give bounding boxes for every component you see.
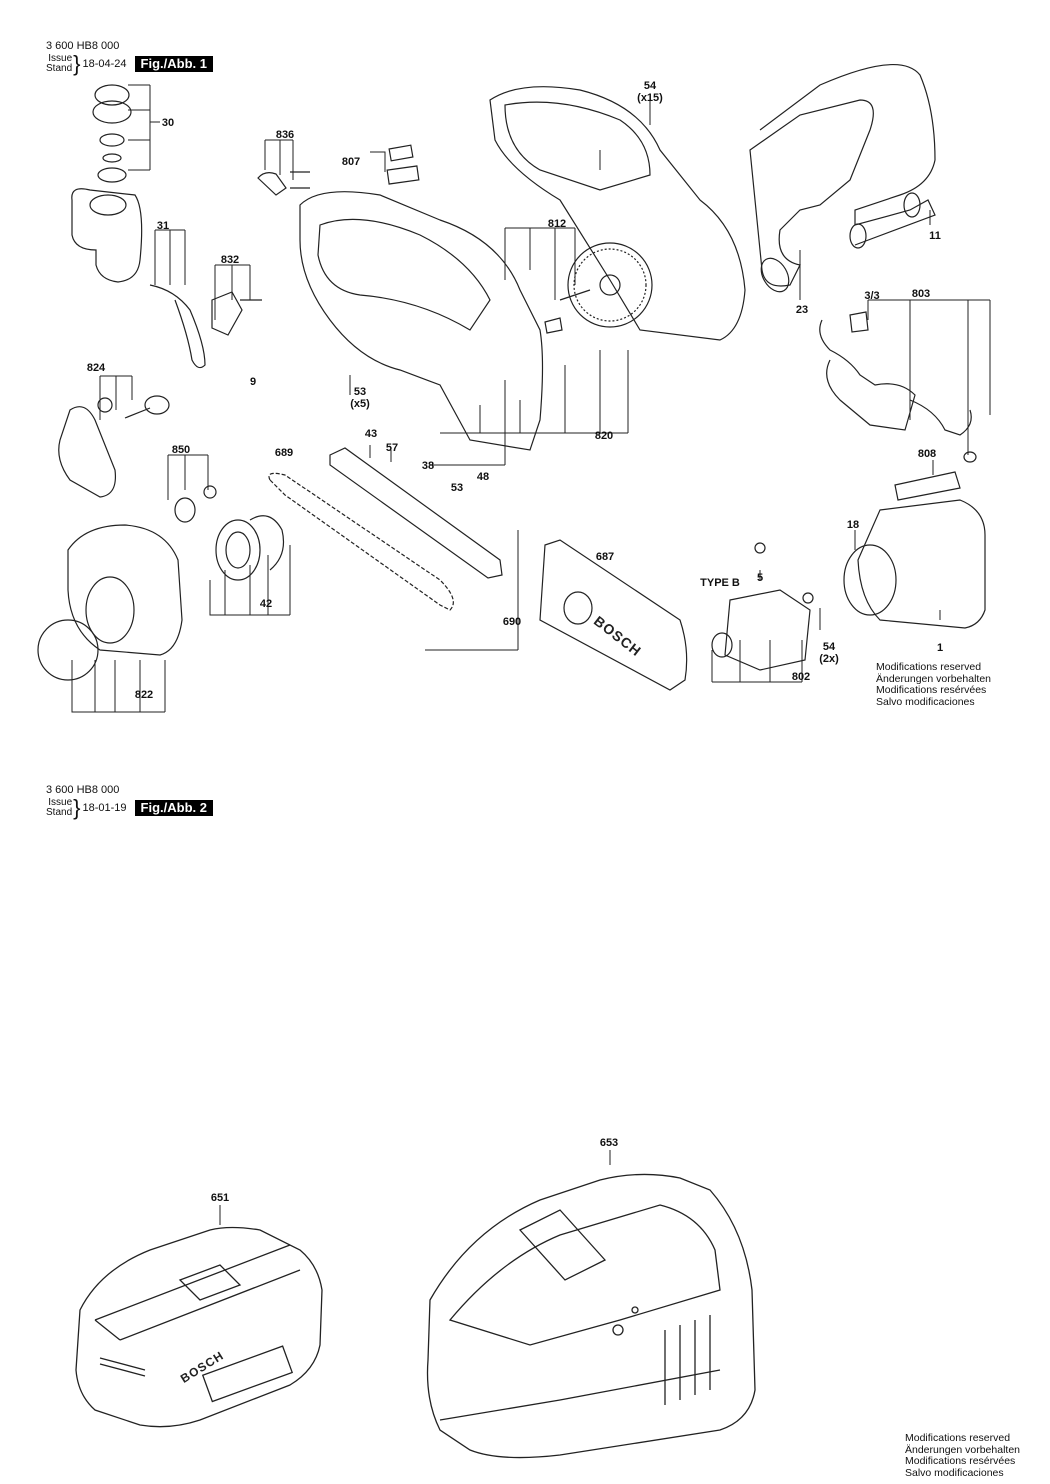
part-label-23: 23 — [795, 304, 809, 316]
part-label-812: 812 — [547, 218, 567, 230]
part-label-3-3: 3/3 — [864, 290, 880, 302]
part-label-48: 48 — [476, 471, 490, 483]
part-label-824: 824 — [86, 362, 106, 374]
part-label-9: 9 — [249, 376, 257, 388]
part-label-836: 836 — [275, 129, 295, 141]
part-label-822: 822 — [134, 689, 154, 701]
part-label-687: 687 — [595, 551, 615, 563]
part-label-31: 31 — [156, 220, 170, 232]
part-label-802: 802 — [791, 671, 811, 683]
modifications-note: Modifications reserved Änderungen vorbeh… — [905, 1432, 1021, 1479]
part-label-18: 18 — [846, 519, 860, 531]
part-number: 3 600 HB8 000 — [46, 784, 120, 796]
part-label-54b: 54 (2x) — [819, 641, 839, 665]
part-label-832: 832 — [220, 254, 240, 266]
part-label-690: 690 — [502, 616, 522, 628]
part-label-54: 54 (x15) — [637, 80, 663, 104]
part-label-807: 807 — [341, 156, 361, 168]
part-label-850: 850 — [171, 444, 191, 456]
part-label-42: 42 — [259, 598, 273, 610]
part-label-53b: 53 — [450, 482, 464, 494]
part-number: 3 600 HB8 000 — [46, 40, 120, 52]
part-label-651: 651 — [210, 1192, 230, 1204]
part-label-653: 653 — [599, 1137, 619, 1149]
part-label-11: 11 — [929, 230, 941, 242]
stand-label: Stand — [46, 63, 73, 74]
issue-date: 18-04-24 — [82, 58, 127, 70]
modifications-note: Modifications reserved Änderungen vorbeh… — [876, 661, 992, 708]
fig2-header: 3 600 HB8 000 Issue Stand } 18-01-19 Fig… — [46, 784, 213, 819]
figure-label: Fig./Abb. 2 — [134, 800, 213, 816]
fig1-header: 3 600 HB8 000 Issue Stand } 18-04-24 Fig… — [46, 40, 213, 75]
part-label-57: 57 — [385, 442, 399, 454]
stand-label: Stand — [46, 807, 73, 818]
part-label-30: 30 — [161, 117, 175, 129]
part-label-820: 820 — [594, 430, 614, 442]
issue-date: 18-01-19 — [82, 802, 127, 814]
part-label-53: 53 (x5) — [350, 386, 370, 410]
part-label-803: 803 — [911, 288, 931, 300]
part-label-808: 808 — [917, 448, 937, 460]
issue-label: Issue — [48, 797, 73, 808]
issue-label: Issue — [48, 53, 73, 64]
part-label-1: 1 — [936, 642, 944, 654]
figure-label: Fig./Abb. 1 — [134, 56, 213, 72]
part-label-43: 43 — [364, 428, 378, 440]
type-b-label: TYPE B — [700, 577, 740, 589]
part-label-689: 689 — [274, 447, 294, 459]
part-label-38: 38 — [421, 460, 435, 472]
part-label-5: 5 — [756, 572, 764, 584]
